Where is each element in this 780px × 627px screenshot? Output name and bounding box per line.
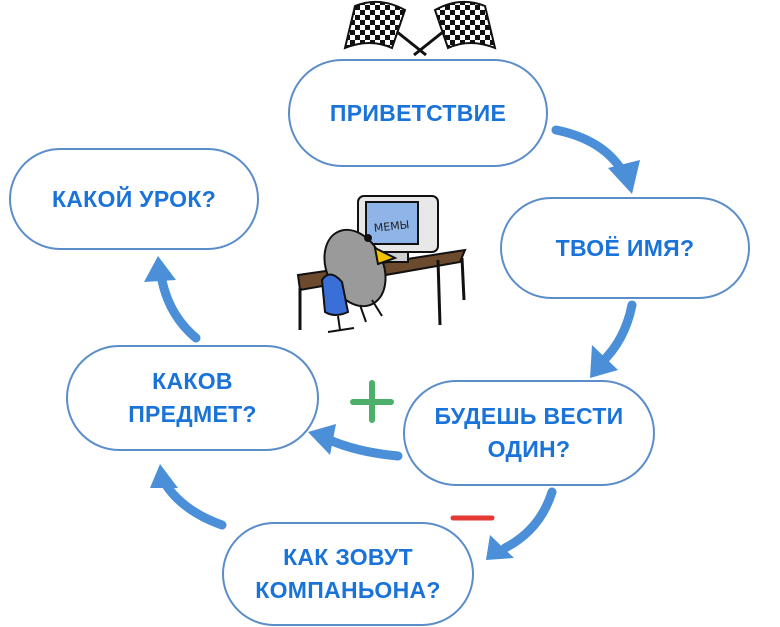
arrow-name-to-lead <box>597 300 637 367</box>
node-subject-line-1: КАКОВ <box>152 368 233 394</box>
node-greeting-label: ПРИВЕТСТВИЕ <box>329 99 507 126</box>
node-lead-alone-line-2: ОДИН? <box>487 436 571 462</box>
node-your-name: ТВОЁ ИМЯ? <box>500 197 750 299</box>
arrowhead-lead-to-partner <box>486 535 514 560</box>
node-partner-name-line-1: КАК ЗОВУТ <box>283 544 413 570</box>
node-lead-alone-line-1: БУДЕШЬ ВЕСТИ <box>434 403 624 429</box>
checkered-flags-icon <box>343 0 497 57</box>
arrow-lead-to-partner <box>500 487 557 553</box>
arrowhead-greeting-to-name <box>608 160 640 194</box>
arrowhead-name-to-lead <box>590 345 618 378</box>
arrowhead-partner-to-subject <box>150 464 178 488</box>
arrowhead-lead-to-subject <box>308 424 336 455</box>
person-at-computer-illustration <box>296 195 467 333</box>
arrowhead-subject-to-lesson <box>144 256 176 282</box>
node-partner-name: КАК ЗОВУТ КОМПАНЬОНА? <box>222 522 474 626</box>
node-subject: КАКОВ ПРЕДМЕТ? <box>66 345 319 451</box>
node-your-name-label: ТВОЁ ИМЯ? <box>555 234 695 261</box>
node-lead-alone: БУДЕШЬ ВЕСТИ ОДИН? <box>403 380 655 486</box>
node-partner-name-line-2: КОМПАНЬОНА? <box>255 577 441 603</box>
plus-marker <box>350 380 394 423</box>
node-lesson: КАКОЙ УРОК? <box>9 148 259 250</box>
node-greeting: ПРИВЕТСТВИЕ <box>288 59 548 167</box>
monitor-text: МЕМЫ <box>373 218 410 235</box>
node-subject-line-2: ПРЕДМЕТ? <box>128 401 257 427</box>
arrow-lead-to-subject <box>320 433 403 461</box>
node-lesson-label: КАКОЙ УРОК? <box>51 185 217 212</box>
